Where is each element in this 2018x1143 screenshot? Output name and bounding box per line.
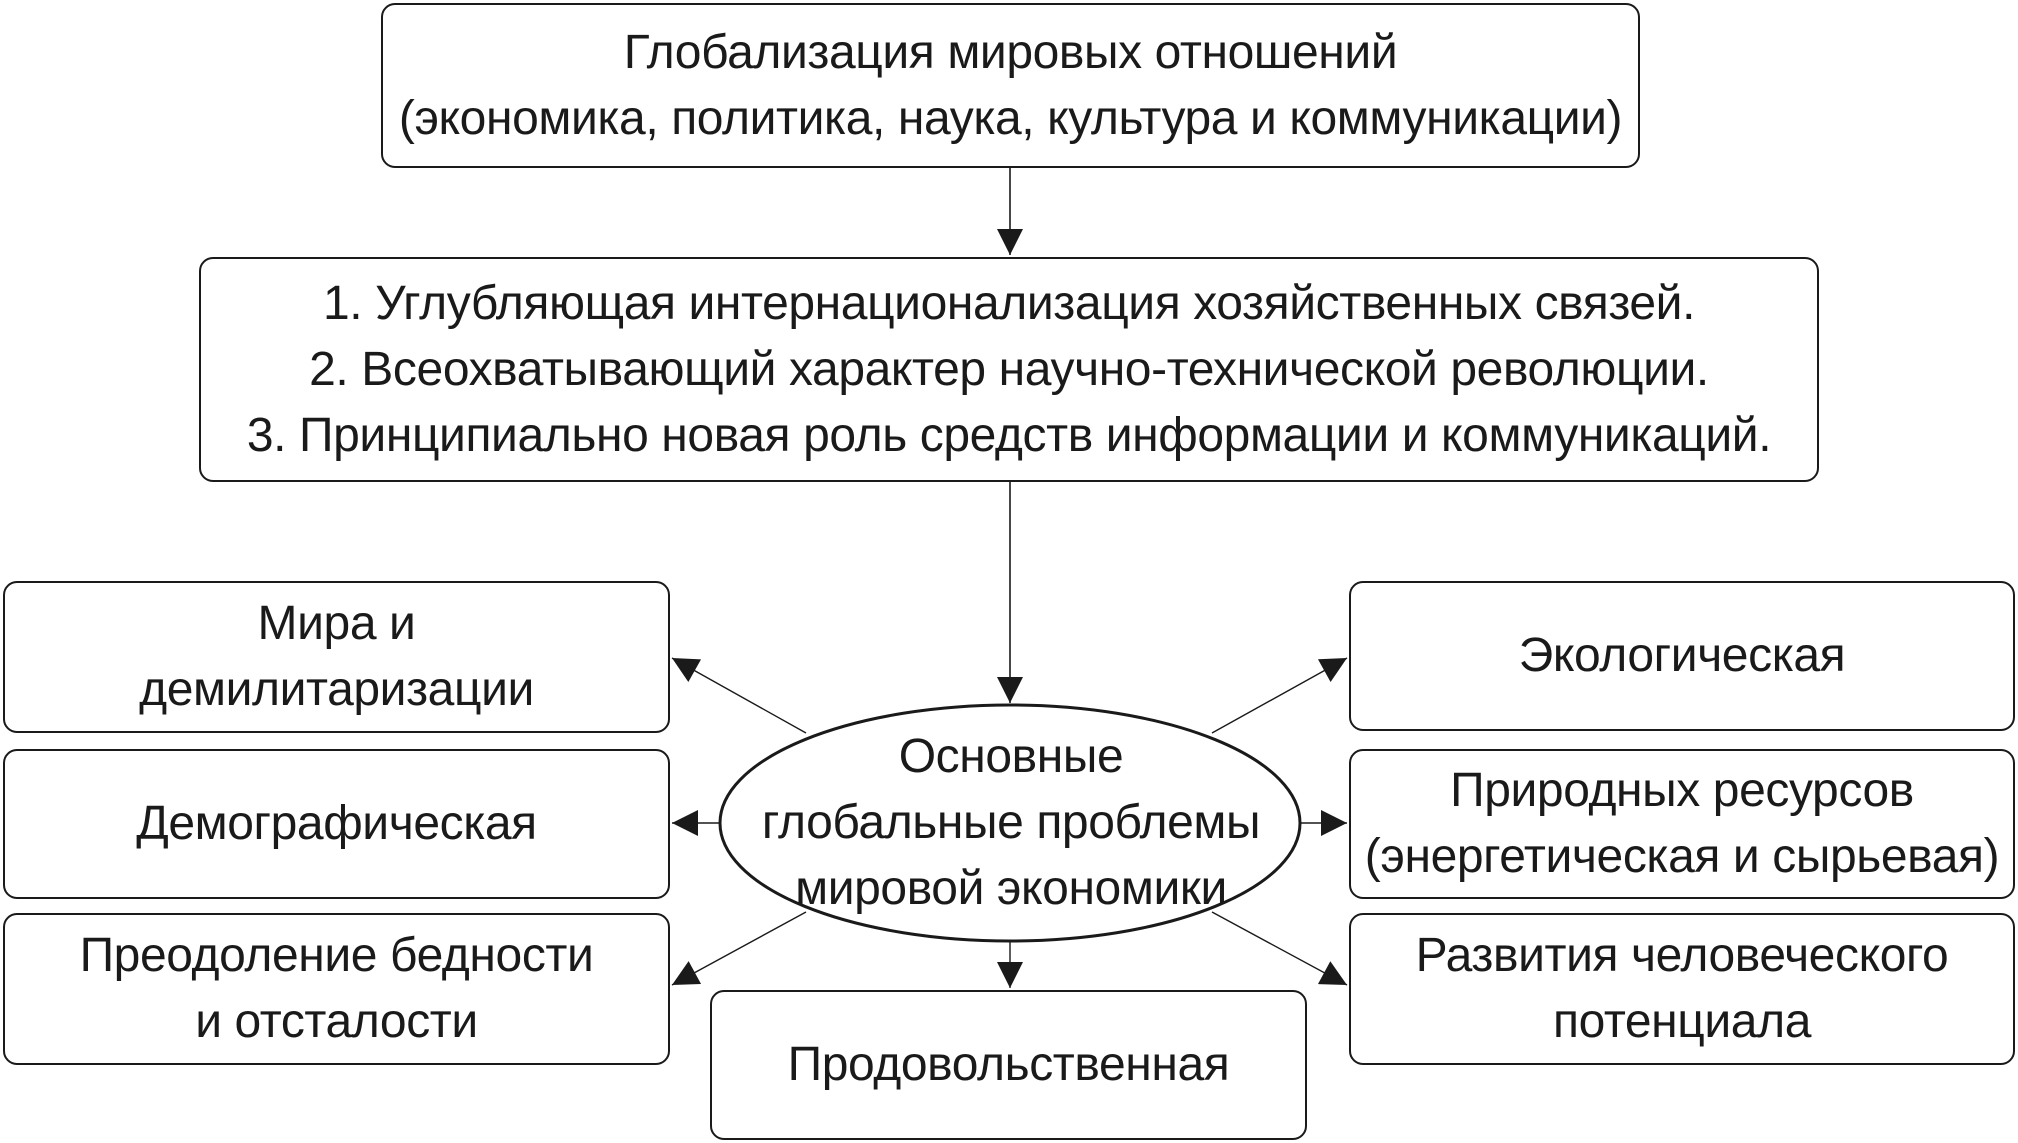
problem-food-label: Продовольственная — [787, 1038, 1230, 1091]
problem-box-demography: Демографическая — [3, 749, 670, 899]
arrow-to-peace — [671, 657, 807, 734]
problem-peace-line-1: Мира и — [257, 597, 416, 650]
center-label-line-3: мировой экономики — [795, 862, 1227, 915]
globalization-subtitle: (экономика, политика, наука, культура и … — [398, 91, 1623, 145]
arrow-to-poverty — [671, 911, 807, 986]
center-label-line-1: Основные — [898, 730, 1124, 783]
problem-ecology-label: Экологическая — [1518, 629, 1846, 682]
globalization-title: Глобализация мировых отношений — [623, 25, 1398, 79]
problem-box-ecology: Экологическая — [1349, 581, 2015, 731]
factor-item-1: 1. Углубляющая интернационализация хозяй… — [322, 276, 1696, 330]
center-label-line-2: глобальные проблемы — [761, 796, 1261, 849]
problem-box-food: Продовольственная — [710, 990, 1307, 1140]
problem-resources-line-2: (энергетическая и сырьевая) — [1364, 830, 2000, 883]
arrow-to-human — [1211, 911, 1348, 986]
center-label: Основные глобальные проблемы мировой эко… — [720, 705, 1302, 941]
factor-item-3: 3. Принципиально новая роль средств инфо… — [246, 408, 1772, 462]
problem-box-resources: Природных ресурсов (энергетическая и сыр… — [1349, 749, 2015, 899]
problem-demography-label: Демографическая — [136, 797, 537, 850]
problem-human-line-2: потенциала — [1553, 995, 1811, 1048]
globalization-box: Глобализация мировых отношений (экономик… — [381, 3, 1640, 168]
factor-item-2: 2. Всеохватывающий характер научно-техни… — [309, 342, 1709, 396]
problem-peace-line-2: демилитаризации — [139, 663, 534, 716]
problem-box-poverty: Преодоление бедности и отсталости — [3, 913, 670, 1065]
problem-box-peace: Мира и демилитаризации — [3, 581, 670, 733]
factors-box: 1. Углубляющая интернационализация хозяй… — [199, 257, 1819, 482]
problem-human-line-1: Развития человеческого — [1415, 929, 1949, 982]
problem-poverty-line-1: Преодоление бедности — [79, 929, 594, 982]
arrow-to-ecology — [1211, 657, 1348, 734]
problem-box-human: Развития человеческого потенциала — [1349, 913, 2015, 1065]
problem-resources-line-1: Природных ресурсов — [1450, 764, 1914, 817]
problem-poverty-line-2: и отсталости — [195, 995, 478, 1048]
